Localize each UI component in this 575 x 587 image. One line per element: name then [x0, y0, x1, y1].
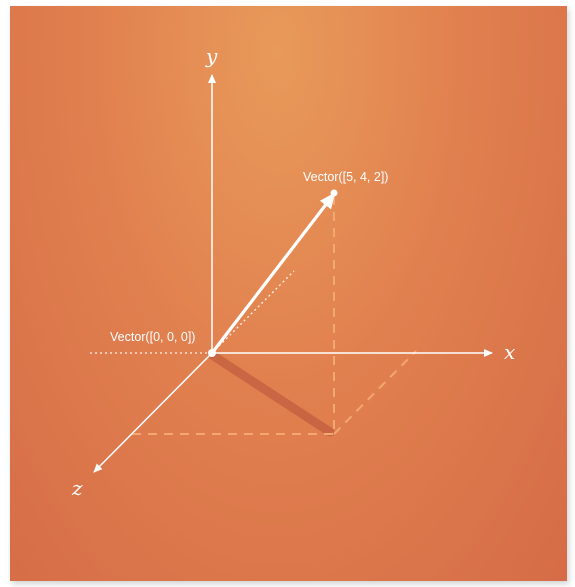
vector-shadow	[207, 350, 335, 437]
tip-point	[330, 189, 338, 197]
x-axis-label: x	[504, 340, 515, 364]
vector-arrow	[210, 192, 336, 354]
origin-point	[208, 349, 216, 357]
z-axis-label: z	[71, 476, 83, 500]
y-axis-label: y	[205, 44, 218, 68]
origin-label: Vector([0, 0, 0])	[110, 330, 195, 344]
projection-x-parallel	[333, 350, 417, 435]
z-axis	[93, 352, 213, 473]
tip-label: Vector([5, 4, 2])	[303, 170, 388, 184]
diagram-panel	[10, 6, 567, 581]
dotted-guide-diagonal	[211, 270, 295, 354]
